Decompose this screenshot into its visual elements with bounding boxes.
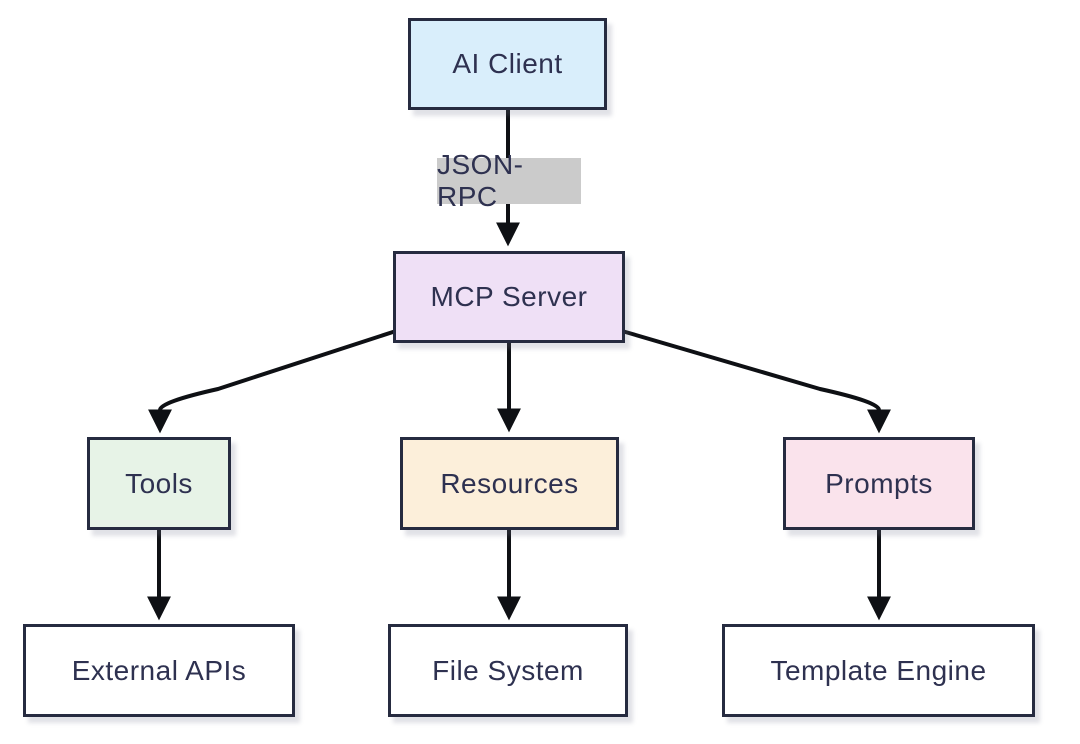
node-template-engine: Template Engine — [722, 624, 1035, 717]
node-ai-client: AI Client — [408, 18, 607, 110]
edge-label-json-rpc: JSON-RPC — [437, 149, 581, 212]
node-resources: Resources — [400, 437, 619, 530]
node-mcp-server: MCP Server — [393, 251, 625, 343]
node-resources-label: Resources — [440, 467, 579, 499]
edge-label-json-rpc-text: JSON-RPC — [437, 149, 524, 212]
node-template-engine-label: Template Engine — [770, 654, 987, 686]
node-external-apis: External APIs — [23, 624, 295, 717]
node-file-system-label: File System — [432, 654, 584, 686]
node-prompts-label: Prompts — [825, 467, 933, 499]
node-external-apis-label: External APIs — [71, 654, 247, 686]
node-ai-client-label: AI Client — [452, 48, 563, 79]
edge-mcp-server-to-tools — [148, 329, 397, 434]
node-mcp-server-label: MCP Server — [430, 281, 588, 312]
node-tools-label: Tools — [125, 467, 193, 499]
node-prompts: Prompts — [783, 437, 975, 530]
node-tools: Tools — [87, 437, 231, 530]
node-file-system: File System — [388, 624, 628, 717]
edge-mcp-server-to-prompts — [621, 329, 891, 434]
